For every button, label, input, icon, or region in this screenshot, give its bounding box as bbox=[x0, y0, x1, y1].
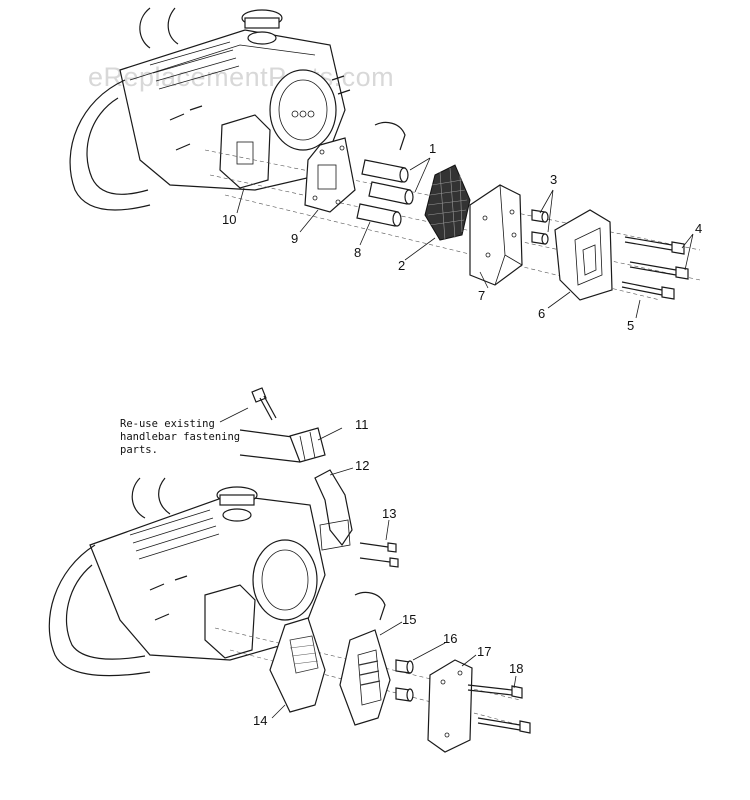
part-label-9: 9 bbox=[291, 231, 298, 246]
handlebar-bolt-icon bbox=[251, 387, 277, 421]
part-label-5: 5 bbox=[627, 318, 634, 333]
note-line-1: Re-use existing bbox=[120, 418, 215, 430]
part-label-15: 15 bbox=[402, 612, 416, 627]
part-label-3: 3 bbox=[550, 172, 557, 187]
part-11-handlebar-icon bbox=[239, 427, 326, 463]
part-label-18: 18 bbox=[509, 661, 523, 676]
part-label-16: 16 bbox=[443, 631, 457, 646]
upper-chainsaw-body-icon bbox=[69, 7, 406, 211]
part-label-4: 4 bbox=[695, 221, 702, 236]
part-label-1: 1 bbox=[429, 141, 436, 156]
part-label-7: 7 bbox=[478, 288, 485, 303]
part-6-bracket-icon bbox=[554, 209, 613, 301]
part-12-bracket-icon bbox=[314, 469, 353, 551]
part-label-14: 14 bbox=[253, 713, 267, 728]
part-4-bolt-icon bbox=[624, 236, 689, 280]
part-label-6: 6 bbox=[538, 306, 545, 321]
lower-chainsaw-body-icon bbox=[48, 477, 386, 677]
note-line-2: handlebar fastening bbox=[120, 431, 240, 443]
part-2-filter-screen-icon bbox=[424, 164, 471, 241]
part-17-plate-icon bbox=[427, 659, 473, 753]
part-9-plate-icon bbox=[304, 137, 356, 213]
part-label-8: 8 bbox=[354, 245, 361, 260]
part-1-tube-icon bbox=[361, 159, 414, 205]
part-14-plate-icon bbox=[269, 617, 326, 713]
part-label-13: 13 bbox=[382, 506, 396, 521]
part-8-tube-icon bbox=[356, 203, 402, 227]
part-15-plate-icon bbox=[339, 629, 391, 726]
part-7-block-icon bbox=[469, 184, 523, 286]
part-label-2: 2 bbox=[398, 258, 405, 273]
part-label-12: 12 bbox=[355, 458, 369, 473]
part-label-11: 11 bbox=[355, 417, 369, 432]
part-16-bushing-icon bbox=[395, 659, 414, 702]
note-line-3: parts. bbox=[120, 444, 158, 456]
part-label-10: 10 bbox=[222, 212, 236, 227]
part-18-bolt-icon bbox=[467, 684, 531, 734]
part-5-bolt-icon bbox=[621, 281, 675, 300]
part-13-screw-icon bbox=[359, 542, 399, 568]
part-label-17: 17 bbox=[477, 644, 491, 659]
part-3-bushing-icon bbox=[531, 209, 549, 245]
